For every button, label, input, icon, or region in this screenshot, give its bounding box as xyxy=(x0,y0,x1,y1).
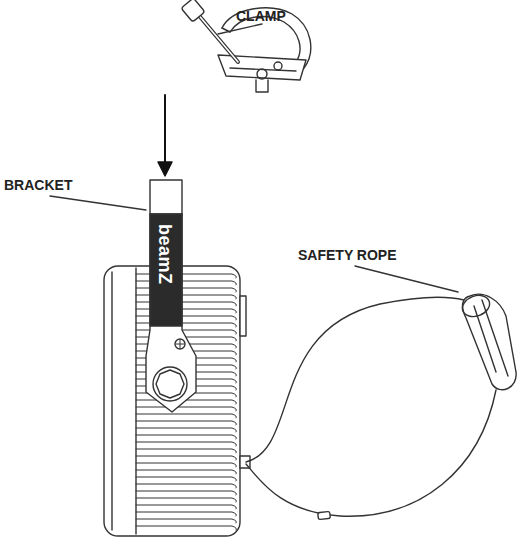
cooling-fin xyxy=(136,512,237,516)
bracket-drawing xyxy=(146,180,196,412)
cooling-fin xyxy=(136,456,237,460)
cooling-fin xyxy=(136,435,237,439)
cooling-fin xyxy=(136,526,237,530)
clamp-drawing xyxy=(181,0,311,92)
logo-text: beamZ xyxy=(156,224,174,285)
leader-line xyxy=(218,24,262,34)
cooling-fin xyxy=(136,498,237,502)
direction-arrow xyxy=(158,95,172,176)
leader-line xyxy=(50,196,146,210)
leader-line xyxy=(355,266,458,292)
part-label: BRACKET xyxy=(4,178,72,192)
cooling-fin xyxy=(136,491,237,495)
part-label: CLAMP xyxy=(236,9,286,23)
cooling-fin xyxy=(136,407,237,411)
cooling-fin xyxy=(136,477,237,481)
cooling-fin xyxy=(136,470,237,474)
cooling-fin xyxy=(136,414,237,418)
part-label: SAFETY ROPE xyxy=(298,248,397,262)
cooling-fin xyxy=(136,442,237,446)
cooling-fin xyxy=(136,519,237,523)
cooling-fin xyxy=(136,463,237,467)
cooling-fin xyxy=(136,421,237,425)
safety-rope-drawing xyxy=(246,292,516,520)
cooling-fin xyxy=(136,484,237,488)
cooling-fin xyxy=(136,449,237,453)
cooling-fin xyxy=(136,428,237,432)
cooling-fin xyxy=(136,505,237,509)
